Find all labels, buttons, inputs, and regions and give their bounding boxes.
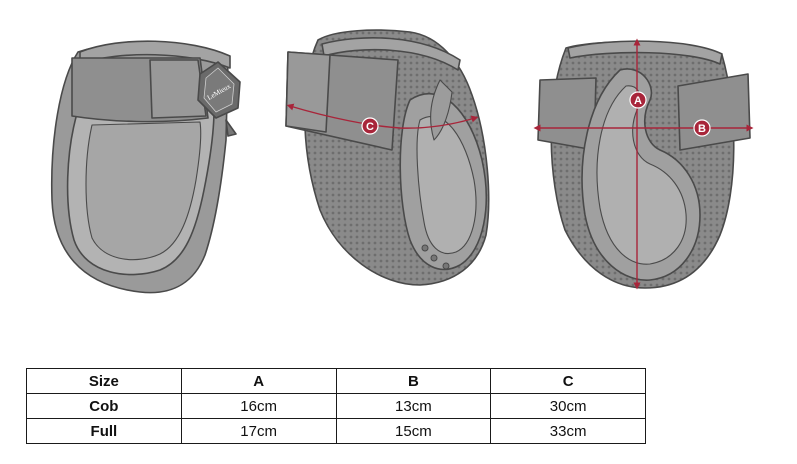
boot-back-view xyxy=(537,40,751,289)
table-row: Cob 16cm 13cm 30cm xyxy=(26,393,646,419)
row-value-a: 17cm xyxy=(180,418,337,444)
boot-illustration: LeMieux C A xyxy=(50,29,754,294)
header-size: Size xyxy=(26,368,182,394)
marker-b: B xyxy=(698,123,706,135)
marker-a: A xyxy=(634,95,642,107)
measure-b: B xyxy=(533,119,754,137)
row-value-b: 15cm xyxy=(335,418,492,444)
row-value-c: 30cm xyxy=(490,393,646,419)
header-a: A xyxy=(180,368,337,394)
measure-a: A xyxy=(629,38,647,290)
boot-side-view: LeMieux xyxy=(50,40,241,294)
table-header-row: Size A B C xyxy=(26,368,646,394)
table-row: Full 17cm 15cm 33cm xyxy=(26,418,646,444)
boot-back-strap-right xyxy=(677,73,751,151)
header-c: C xyxy=(490,368,646,394)
measure-c: C xyxy=(286,103,479,135)
row-value-a: 16cm xyxy=(180,393,337,419)
row-size-name: Cob xyxy=(26,393,182,419)
size-chart-table: Size A B C Cob 16cm 13cm 30cm Full 17cm … xyxy=(26,368,646,444)
row-value-c: 33cm xyxy=(490,418,646,444)
boot-angled-view xyxy=(285,29,490,286)
header-b: B xyxy=(335,368,492,394)
marker-c: C xyxy=(366,121,374,133)
row-value-b: 13cm xyxy=(335,393,492,419)
row-size-name: Full xyxy=(26,418,182,444)
brand-badge: LeMieux xyxy=(197,61,241,119)
